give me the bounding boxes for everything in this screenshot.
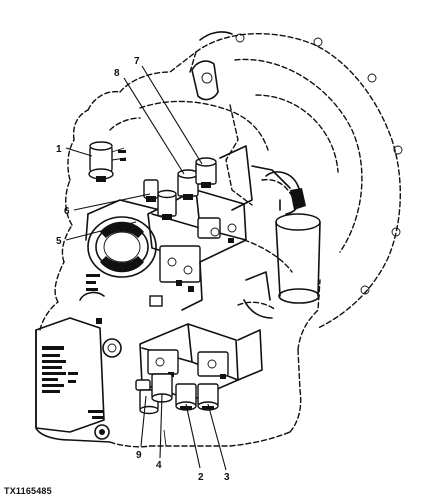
leader-5 — [65, 221, 137, 241]
callout-3: 3 — [224, 472, 230, 483]
callout-7: 7 — [134, 56, 140, 67]
upper-valve-block — [147, 189, 247, 311]
solenoid-4 — [151, 373, 173, 403]
solenoid-7 — [195, 157, 217, 188]
solenoid-6 — [143, 179, 177, 220]
solenoid-1 — [88, 141, 127, 182]
leader-3 — [207, 403, 227, 471]
transmission-case — [35, 51, 321, 448]
callout-4: 4 — [156, 460, 162, 471]
callout-5: 5 — [56, 236, 62, 247]
right-bracket — [219, 145, 321, 304]
solenoid-3 — [197, 383, 219, 411]
figure-id: TX1165485 — [4, 486, 52, 496]
callout-1: 1 — [56, 144, 62, 155]
leader-4 — [159, 393, 163, 459]
bearing-bore — [85, 199, 161, 278]
housing-details — [79, 150, 273, 447]
solenoid-8 — [177, 169, 199, 200]
leader-6 — [73, 193, 151, 211]
leader-2 — [185, 403, 201, 469]
leader-lines — [65, 65, 227, 471]
leader-8 — [123, 77, 185, 175]
callout-9: 9 — [136, 450, 142, 461]
callouts: 1 5 6 8 7 9 4 2 3 — [56, 56, 230, 483]
callout-8: 8 — [114, 68, 120, 79]
callout-2: 2 — [198, 472, 204, 483]
leader-1 — [65, 147, 93, 157]
leader-9 — [140, 395, 147, 447]
leader-7 — [141, 65, 203, 165]
converter-housing — [189, 31, 403, 329]
decal-panel — [35, 274, 105, 433]
callout-6: 6 — [64, 206, 70, 217]
